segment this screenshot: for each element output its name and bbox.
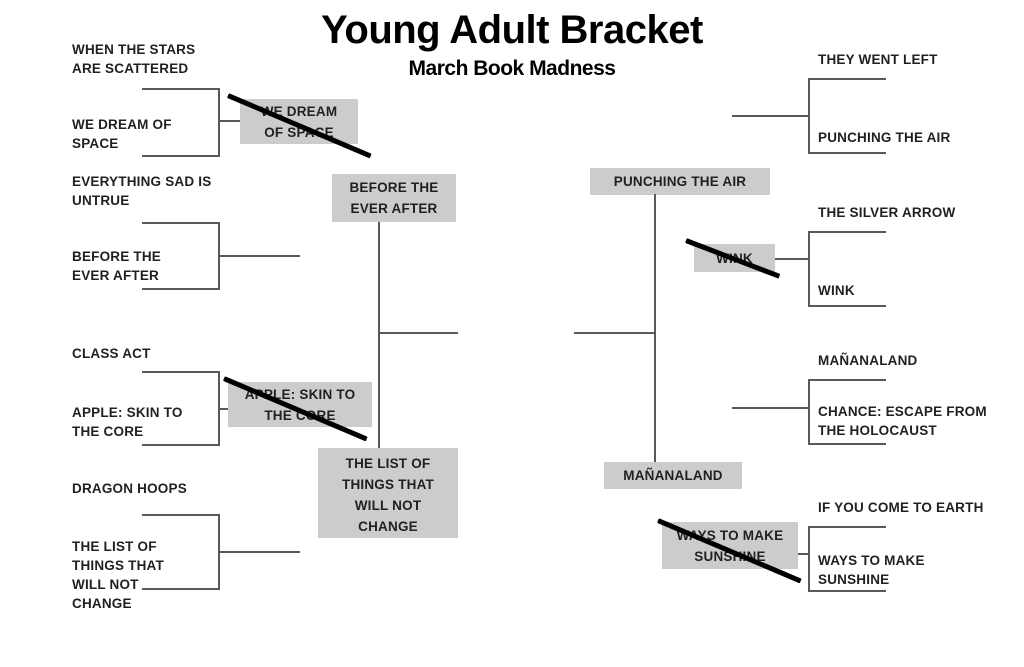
winner-box[interactable]: MAÑANALAND — [604, 462, 742, 489]
bracket-line — [808, 443, 886, 445]
team-label: PUNCHING THE AIR — [818, 130, 951, 145]
bracket-line — [142, 88, 220, 90]
bracket-line — [808, 78, 886, 80]
bracket-line — [808, 590, 886, 592]
bracket-line — [142, 371, 220, 373]
bracket-line — [775, 258, 810, 260]
winner-box[interactable]: BEFORE THE EVER AFTER — [332, 174, 456, 222]
team-label: WHEN THE STARS ARE SCATTERED — [72, 42, 196, 76]
bracket-line — [218, 88, 220, 157]
bracket-line — [378, 332, 458, 334]
page-title: Young Adult Bracket — [321, 8, 703, 52]
bracket-line — [808, 231, 886, 233]
bracket-line — [142, 155, 220, 157]
bracket-line — [808, 152, 886, 154]
bracket-line — [795, 553, 810, 555]
winner-box[interactable]: PUNCHING THE AIR — [590, 168, 770, 195]
bracket-line — [808, 526, 886, 528]
bracket-line — [218, 551, 300, 553]
bracket-line — [808, 305, 886, 307]
team-label: THE LIST OF THINGS THAT WILL NOT CHANGE — [72, 539, 164, 611]
bracket-line — [218, 120, 242, 122]
team-label: WE DREAM OF SPACE — [72, 117, 172, 151]
team-label: CHANCE: ESCAPE FROM THE HOLOCAUST — [818, 404, 987, 438]
bracket-line — [732, 115, 810, 117]
team-label: BEFORE THE EVER AFTER — [72, 249, 162, 283]
bracket-line — [808, 379, 886, 381]
team-label: APPLE: SKIN TO THE CORE — [72, 405, 183, 439]
team-label: WAYS TO MAKE SUNSHINE — [818, 553, 925, 587]
bracket-line — [142, 514, 220, 516]
team-label: MAÑANALAND — [818, 353, 918, 368]
team-label: CLASS ACT — [72, 346, 151, 361]
bracket-line — [218, 255, 300, 257]
bracket-line — [378, 222, 380, 448]
winner-box[interactable]: APPLE: SKIN TO THE CORE — [228, 382, 372, 427]
bracket-line — [808, 526, 810, 592]
bracket-line — [732, 407, 810, 409]
team-label: IF YOU COME TO EARTH — [818, 500, 984, 515]
bracket-line — [654, 194, 656, 462]
bracket-line — [142, 588, 220, 590]
bracket-line — [142, 222, 220, 224]
team-label: WINK — [818, 283, 855, 298]
bracket-line — [142, 288, 220, 290]
bracket-line — [142, 444, 220, 446]
page-subtitle: March Book Madness — [408, 57, 616, 80]
bracket-line — [574, 332, 656, 334]
team-label: THEY WENT LEFT — [818, 52, 938, 67]
winner-box[interactable]: THE LIST OF THINGS THAT WILL NOT CHANGE — [318, 448, 458, 538]
team-label: EVERYTHING SAD IS UNTRUE — [72, 174, 212, 208]
team-label: DRAGON HOOPS — [72, 481, 187, 496]
bracket-line — [808, 379, 810, 445]
bracket-line — [808, 231, 810, 307]
team-label: THE SILVER ARROW — [818, 205, 956, 220]
